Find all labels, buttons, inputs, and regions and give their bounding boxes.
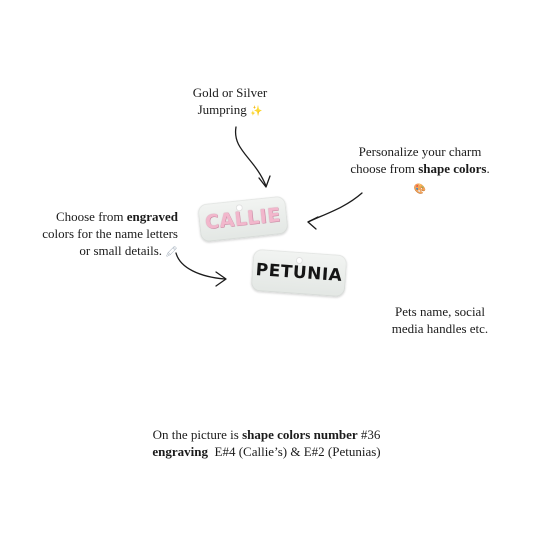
- shape-line2-prefix: choose from: [350, 161, 419, 176]
- shape-line2-suffix: .: [486, 161, 490, 176]
- shape-colors-annotation: Personalize your charm choose from shape…: [325, 143, 515, 198]
- palette-icon: 🎨: [413, 184, 427, 195]
- footer-line1-suffix: #36: [357, 427, 381, 442]
- pets-line2: media handles etc.: [391, 321, 489, 336]
- footer-line1-prefix: On the picture is: [152, 427, 243, 442]
- charm-petunia: PETUNIA: [250, 248, 348, 298]
- engraved-line1-bold: engraved: [126, 209, 178, 224]
- footer-note: On the picture is shape colors number #3…: [60, 426, 473, 460]
- engraved-line2: colors for the name letters: [42, 226, 178, 241]
- crayon-icon: 🖍: [165, 247, 178, 258]
- shape-line1: Personalize your charm: [358, 144, 482, 159]
- jumpring-annotation: Gold or Silver Jumpring ✨: [170, 84, 290, 120]
- shape-line2-bold: shape colors: [418, 161, 487, 176]
- pets-line1: Pets name, social: [395, 304, 485, 319]
- jumpring-line2: Jumpring: [197, 102, 247, 117]
- jumpring-arrow: [234, 126, 271, 188]
- footer-line2-bold: engraving: [152, 444, 209, 459]
- sparkles-icon: ✨: [249, 106, 263, 117]
- engraved-annotation: Choose from engraved colors for the name…: [18, 208, 178, 261]
- engraved-line3: or small details.: [79, 243, 163, 258]
- jumpring-line1: Gold or Silver: [192, 85, 268, 100]
- footer-line2-rest: E#4 (Callie’s) & E#2 (Petunias): [208, 444, 381, 459]
- engraved-arrow: [175, 252, 227, 287]
- charm-callie-text: CALLIE: [204, 204, 282, 234]
- engraved-line1-prefix: Choose from: [55, 209, 127, 224]
- shape-colors-arrow: [307, 192, 363, 230]
- footer-line1-bold: shape colors number: [242, 427, 358, 442]
- pets-annotation: Pets name, social media handles etc.: [375, 303, 505, 337]
